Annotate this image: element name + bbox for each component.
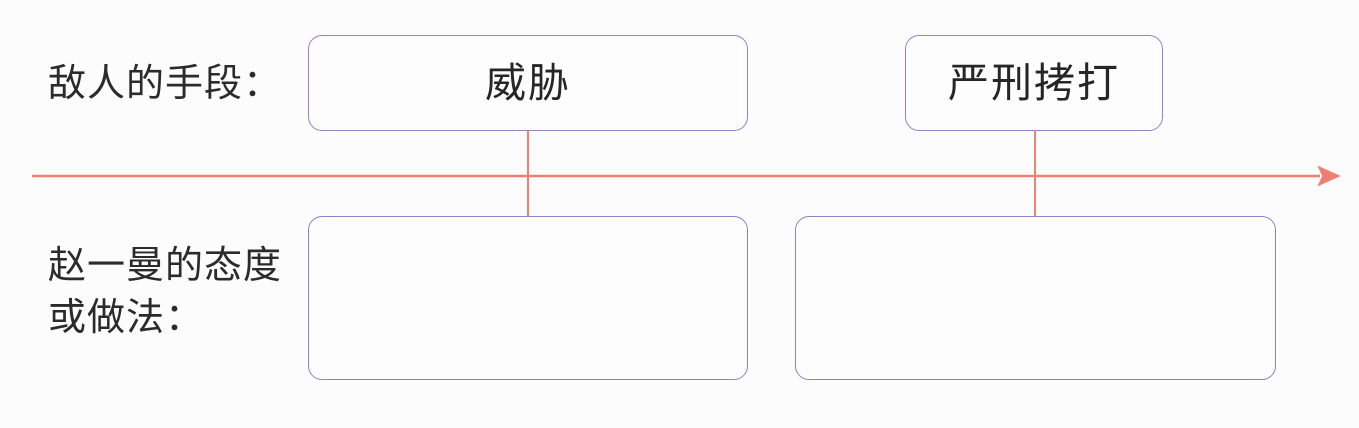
tactic-box-1[interactable]: 威胁 bbox=[308, 35, 748, 131]
response-box-2[interactable] bbox=[795, 216, 1276, 380]
row-label-enemy-tactics: 敌人的手段： bbox=[48, 63, 283, 105]
connector-line-1 bbox=[527, 130, 529, 218]
response-box-1[interactable] bbox=[308, 216, 748, 380]
timeline-arrow bbox=[32, 165, 1341, 187]
connector-line-2 bbox=[1034, 130, 1036, 218]
row-label-zhao-yiman-response: 赵一曼的态度 或做法： bbox=[48, 245, 283, 339]
tactic-box-2[interactable]: 严刑拷打 bbox=[905, 35, 1163, 131]
tactic-box-1-text: 威胁 bbox=[485, 59, 571, 106]
tactic-box-2-text: 严刑拷打 bbox=[948, 59, 1120, 106]
